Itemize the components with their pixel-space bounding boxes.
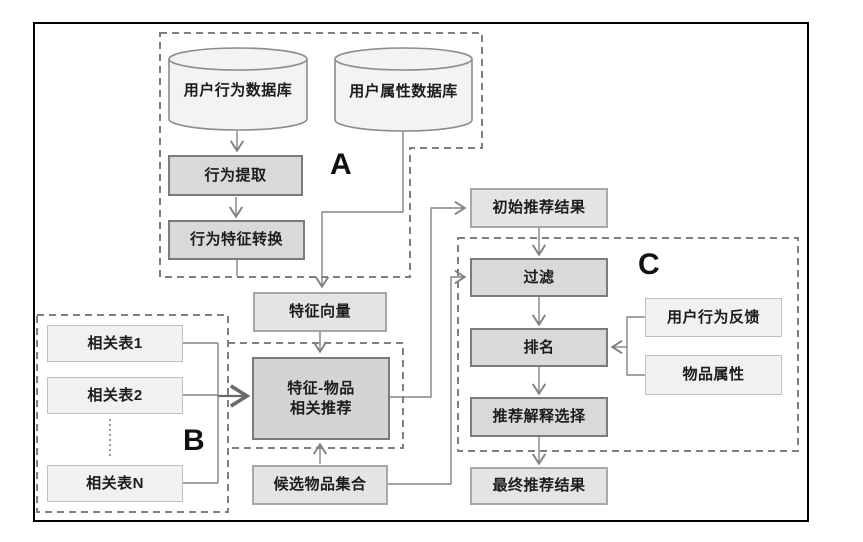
db-user-attr-cylinder [334, 47, 473, 132]
node-candidate-item-set: 候选物品集合 [252, 465, 388, 505]
db-user-behavior-cylinder [168, 47, 308, 131]
node-feature-item-rec-line1: 特征-物品 [287, 380, 355, 397]
node-user-behavior-feedback: 用户行为反馈 [645, 298, 782, 337]
node-feature-item-rec-line2: 相关推荐 [289, 399, 352, 417]
node-db-user-behavior-label: 用户行为数据库 [183, 81, 293, 99]
node-behavior-feature-transform: 行为特征转换 [168, 220, 305, 260]
node-feature-item-rec: 特征-物品 相关推荐 [252, 357, 390, 440]
node-item-attributes: 物品属性 [645, 355, 782, 395]
edge-rec-to-initial [390, 208, 464, 398]
section-a-outline [159, 32, 483, 278]
section-c-label: C [638, 248, 660, 281]
node-rec-explanation-select: 推荐解释选择 [470, 397, 608, 437]
node-ranking: 排名 [470, 328, 608, 367]
edge-feedback-bracket [626, 316, 645, 376]
edge-candidate-to-filter [388, 277, 464, 485]
section-c-outline [457, 237, 799, 452]
node-filter: 过滤 [470, 258, 608, 297]
node-related-table-1: 相关表1 [47, 325, 183, 362]
node-db-user-attr-label: 用户属性数据库 [349, 82, 458, 100]
section-b-outline [36, 314, 229, 513]
node-related-table-2: 相关表2 [47, 377, 183, 414]
section-b-label: B [183, 424, 205, 457]
edge-db2-to-feature-vector [322, 131, 404, 286]
node-related-table-n: 相关表N [47, 465, 183, 502]
node-initial-rec-result: 初始推荐结果 [470, 188, 608, 228]
node-behavior-extract: 行为提取 [168, 155, 303, 196]
section-a-label: A [330, 148, 352, 181]
node-final-rec-result: 最终推荐结果 [470, 467, 608, 505]
node-feature-vector: 特征向量 [253, 292, 387, 332]
